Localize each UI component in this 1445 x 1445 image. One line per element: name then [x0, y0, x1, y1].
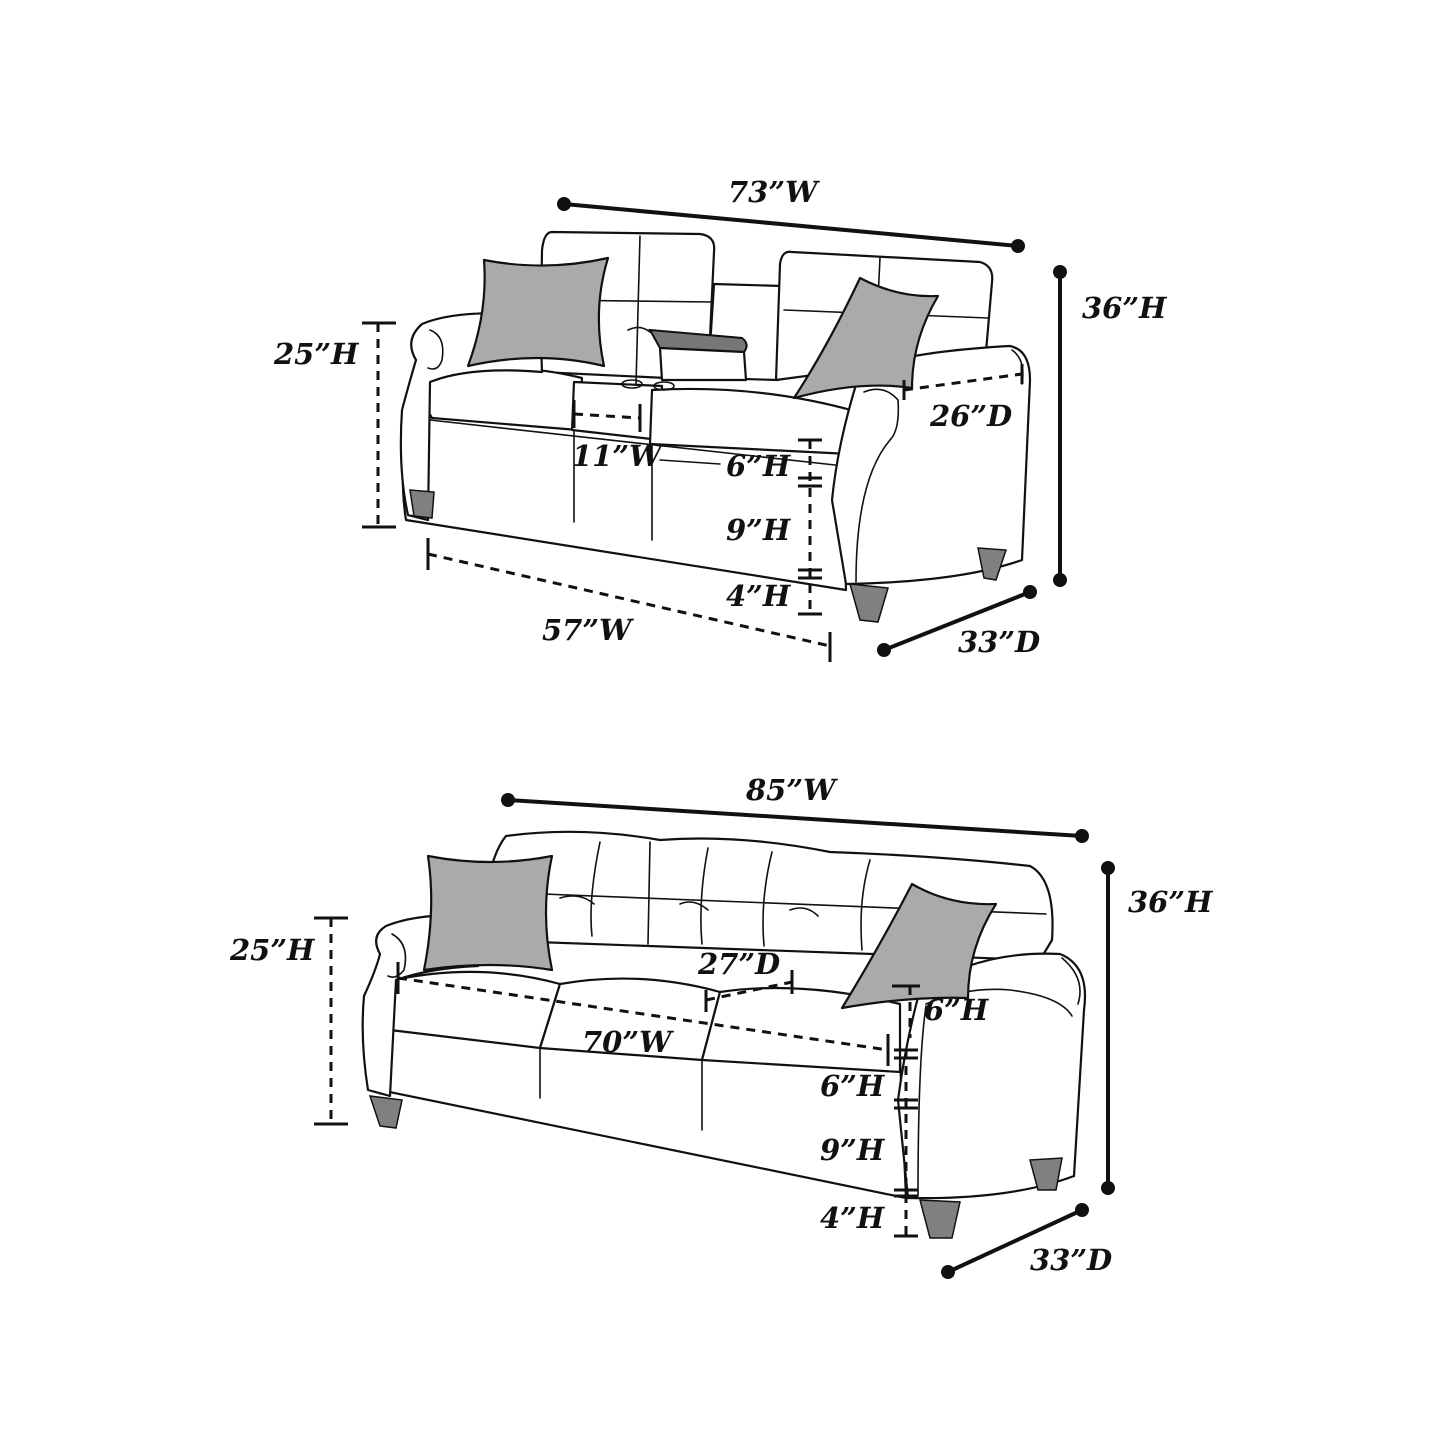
sofa-leg-height-label: 4”H — [820, 1201, 886, 1235]
cup-holder-icon — [653, 381, 675, 391]
sofa-overall-depth-label: 33”D — [1030, 1243, 1112, 1277]
sofa-labels: 85”W 36”H 33”D 25”H 27”D 70”W 6”H 6”H 9”… — [229, 773, 1214, 1277]
loveseat-right-cushion — [648, 387, 860, 456]
sofa-right-pillow — [840, 882, 998, 1010]
sofa-cushion-height-label: 6”H — [820, 1069, 886, 1103]
sofa-front-lines — [539, 1047, 703, 1131]
loveseat-seat-width-label: 57”W — [542, 613, 634, 647]
sofa-drawing — [361, 830, 1086, 1239]
sofa-back-tufting — [491, 841, 1047, 951]
sofa-seat-depth-label: 27”D — [697, 947, 780, 981]
sofa-leg — [1029, 1157, 1063, 1191]
loveseat-left-pillow — [466, 256, 610, 368]
loveseat-dimensions — [362, 197, 1067, 662]
loveseat-labels: 73”W 36”H 33”D 25”H 26”D 11”W 57”W 6”H 9… — [273, 175, 1168, 659]
sofa-arm-height-label: 25”H — [229, 933, 316, 967]
loveseat-cushion-height-label: 6”H — [726, 449, 792, 483]
loveseat-base-height-label: 9”H — [726, 513, 792, 547]
loveseat-overall-width-label: 73”W — [728, 175, 820, 209]
loveseat-right-pillow — [792, 276, 940, 400]
loveseat-left-arm-roll — [427, 329, 444, 370]
loveseat-overall-height-label: 36”H — [1082, 291, 1168, 325]
loveseat-leg — [848, 583, 889, 623]
storage-tray-box — [658, 346, 748, 382]
sofa-overall-width-label: 85”W — [745, 773, 838, 807]
cup-holder-icon — [621, 379, 643, 389]
sofa-leg — [919, 1199, 961, 1239]
sofa-overall-height-label: 36”H — [1128, 885, 1214, 919]
sofa-back-cushion-height-label: 6”H — [924, 993, 990, 1027]
sofa-seat-width-label: 70”W — [582, 1025, 674, 1059]
loveseat-right-arm — [830, 344, 1032, 586]
loveseat-leg-height-label: 4”H — [726, 579, 792, 613]
loveseat-seat-depth-label: 26”D — [929, 399, 1012, 433]
sofa-right-arm — [896, 952, 1086, 1200]
sofa-right-cushion — [700, 986, 902, 1074]
loveseat-console-top — [570, 380, 664, 442]
sofa-left-arm-roll — [387, 933, 407, 978]
loveseat-leg — [409, 489, 435, 519]
sofa-base-height-label: 9”H — [820, 1133, 886, 1167]
loveseat-drawing — [399, 230, 1032, 623]
loveseat-console-width-label: 11”W — [572, 439, 664, 473]
sofa-leg — [368, 1095, 403, 1129]
sofa-left-pillow — [422, 854, 554, 972]
loveseat-arm-height-label: 25”H — [273, 337, 360, 371]
loveseat-leg — [977, 547, 1008, 581]
sofa-dimensions — [314, 793, 1115, 1279]
loveseat-front-lines — [429, 419, 845, 541]
loveseat-overall-depth-label: 33”D — [958, 625, 1040, 659]
